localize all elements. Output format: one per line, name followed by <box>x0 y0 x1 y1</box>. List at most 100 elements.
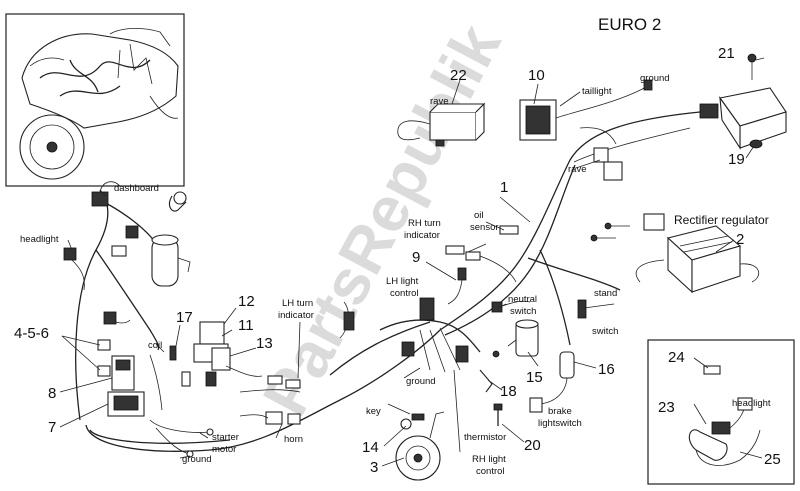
label-starter-2: motor <box>212 444 236 455</box>
nut-19 <box>749 139 763 149</box>
bike-harness-sketch <box>39 59 151 97</box>
lh-light-connector <box>457 267 467 281</box>
callout-22: 22 <box>450 67 467 84</box>
rectifier-side <box>691 245 741 293</box>
fairing <box>21 33 179 129</box>
neutral-switch-lead <box>501 300 531 307</box>
callout-9: 9 <box>412 249 420 266</box>
harness-junction <box>379 297 481 373</box>
horn-center <box>413 453 423 463</box>
label-rectifier: Rectifier regulator <box>674 213 769 227</box>
ignition-switch-top <box>151 234 179 246</box>
rectifier-fins <box>679 235 733 253</box>
horn <box>395 411 445 481</box>
label-stand-1: stand <box>594 288 617 299</box>
neutral-switch <box>491 300 531 313</box>
callout-25: 25 <box>764 451 781 468</box>
fuses-group <box>97 339 145 417</box>
coil-unit-top <box>515 319 539 329</box>
callout-3: 3 <box>370 459 378 476</box>
part-23-connector <box>711 421 731 435</box>
headlight-connectors <box>63 245 131 325</box>
junction-leads <box>419 327 461 373</box>
part-25-connector <box>737 397 753 411</box>
label-key: key <box>366 406 381 417</box>
callout-10: 10 <box>528 67 545 84</box>
taillight-connector-inner <box>525 105 551 135</box>
dashboard-connector-2 <box>125 225 139 239</box>
diagram-title: EURO 2 <box>598 15 661 34</box>
label-rh-light-2: control <box>476 466 505 477</box>
coil <box>149 345 191 411</box>
callout-7: 7 <box>48 419 56 436</box>
callout-1: 1 <box>500 179 508 196</box>
motorcycle-inset <box>5 13 185 187</box>
headlight-inset-frame <box>647 339 795 485</box>
harness-left-branch <box>75 189 109 421</box>
callout-12: 12 <box>238 293 255 310</box>
coil-unit <box>507 319 539 357</box>
rave-unit-lead <box>397 120 431 141</box>
label-lh-light-1: LH light <box>386 276 419 287</box>
callout-21: 21 <box>718 45 735 62</box>
ignition-switch <box>151 191 191 287</box>
oil-sensor-connector <box>499 225 519 235</box>
starter-lead <box>149 419 211 433</box>
part-24 <box>703 365 721 375</box>
label-neutral-2: switch <box>510 306 536 317</box>
horn-bolt <box>400 418 412 430</box>
callouts: 1 2 3 4-5-6 7 8 9 10 11 12 13 14 15 16 1… <box>14 45 781 476</box>
rave-unit-top <box>429 102 486 141</box>
lh-turn-lead <box>239 389 301 393</box>
junction-connector-3 <box>401 341 415 357</box>
taillight-connector <box>519 79 653 181</box>
horn-lead <box>239 414 269 419</box>
headlight-inset <box>647 339 795 485</box>
label-dashboard: dashboard <box>114 183 159 194</box>
harness-ignition-branch <box>99 199 161 251</box>
headlight-lead <box>71 259 85 291</box>
coil-pin <box>181 371 191 387</box>
rh-turn-connector-2 <box>465 251 481 261</box>
junction-connector-2 <box>455 345 469 363</box>
label-brake-1: brake <box>548 406 572 417</box>
callout-15: 15 <box>526 369 543 386</box>
control-unit <box>699 53 787 150</box>
callout-23: 23 <box>658 399 675 416</box>
rectifier-regulator <box>590 213 760 294</box>
rectifier-connector <box>643 213 665 231</box>
label-ground-bottom: ground <box>182 454 212 465</box>
screw-21-head <box>747 53 757 63</box>
ignition-key-head <box>173 191 187 205</box>
relay-lead <box>225 365 263 377</box>
bike-frame-sketch <box>117 43 153 85</box>
ground-terminal <box>186 450 194 458</box>
harness-brake-branch <box>539 249 571 346</box>
stand-switch-connector <box>577 299 587 319</box>
starter-terminal <box>206 428 214 436</box>
switches <box>529 299 587 413</box>
callout-18: 18 <box>500 383 517 400</box>
rave-unit-pin <box>435 139 445 147</box>
callout-2: 2 <box>736 231 744 248</box>
label-oil-2: sensor <box>470 222 499 233</box>
coil-lead <box>149 354 163 411</box>
label-headlight-inset: headlight <box>732 398 771 409</box>
junction-connector <box>419 297 435 321</box>
key-body <box>411 413 425 421</box>
rave-right-lead <box>579 127 617 145</box>
brake-switch-connector <box>529 397 543 413</box>
dashboard-connector <box>91 191 109 207</box>
fuse-4 <box>97 339 111 351</box>
relay-12 <box>199 321 225 345</box>
coil-unit-lead <box>507 339 517 347</box>
relay-connector <box>205 371 217 387</box>
lh-turn-connector-2 <box>285 379 301 389</box>
ignition-lead <box>177 257 191 273</box>
rave-right-connector <box>593 147 609 163</box>
brake-switch-body <box>559 351 575 379</box>
lh-turn-connector <box>267 375 283 385</box>
headlight-connector-2 <box>111 245 127 257</box>
coil-connector <box>169 345 177 361</box>
